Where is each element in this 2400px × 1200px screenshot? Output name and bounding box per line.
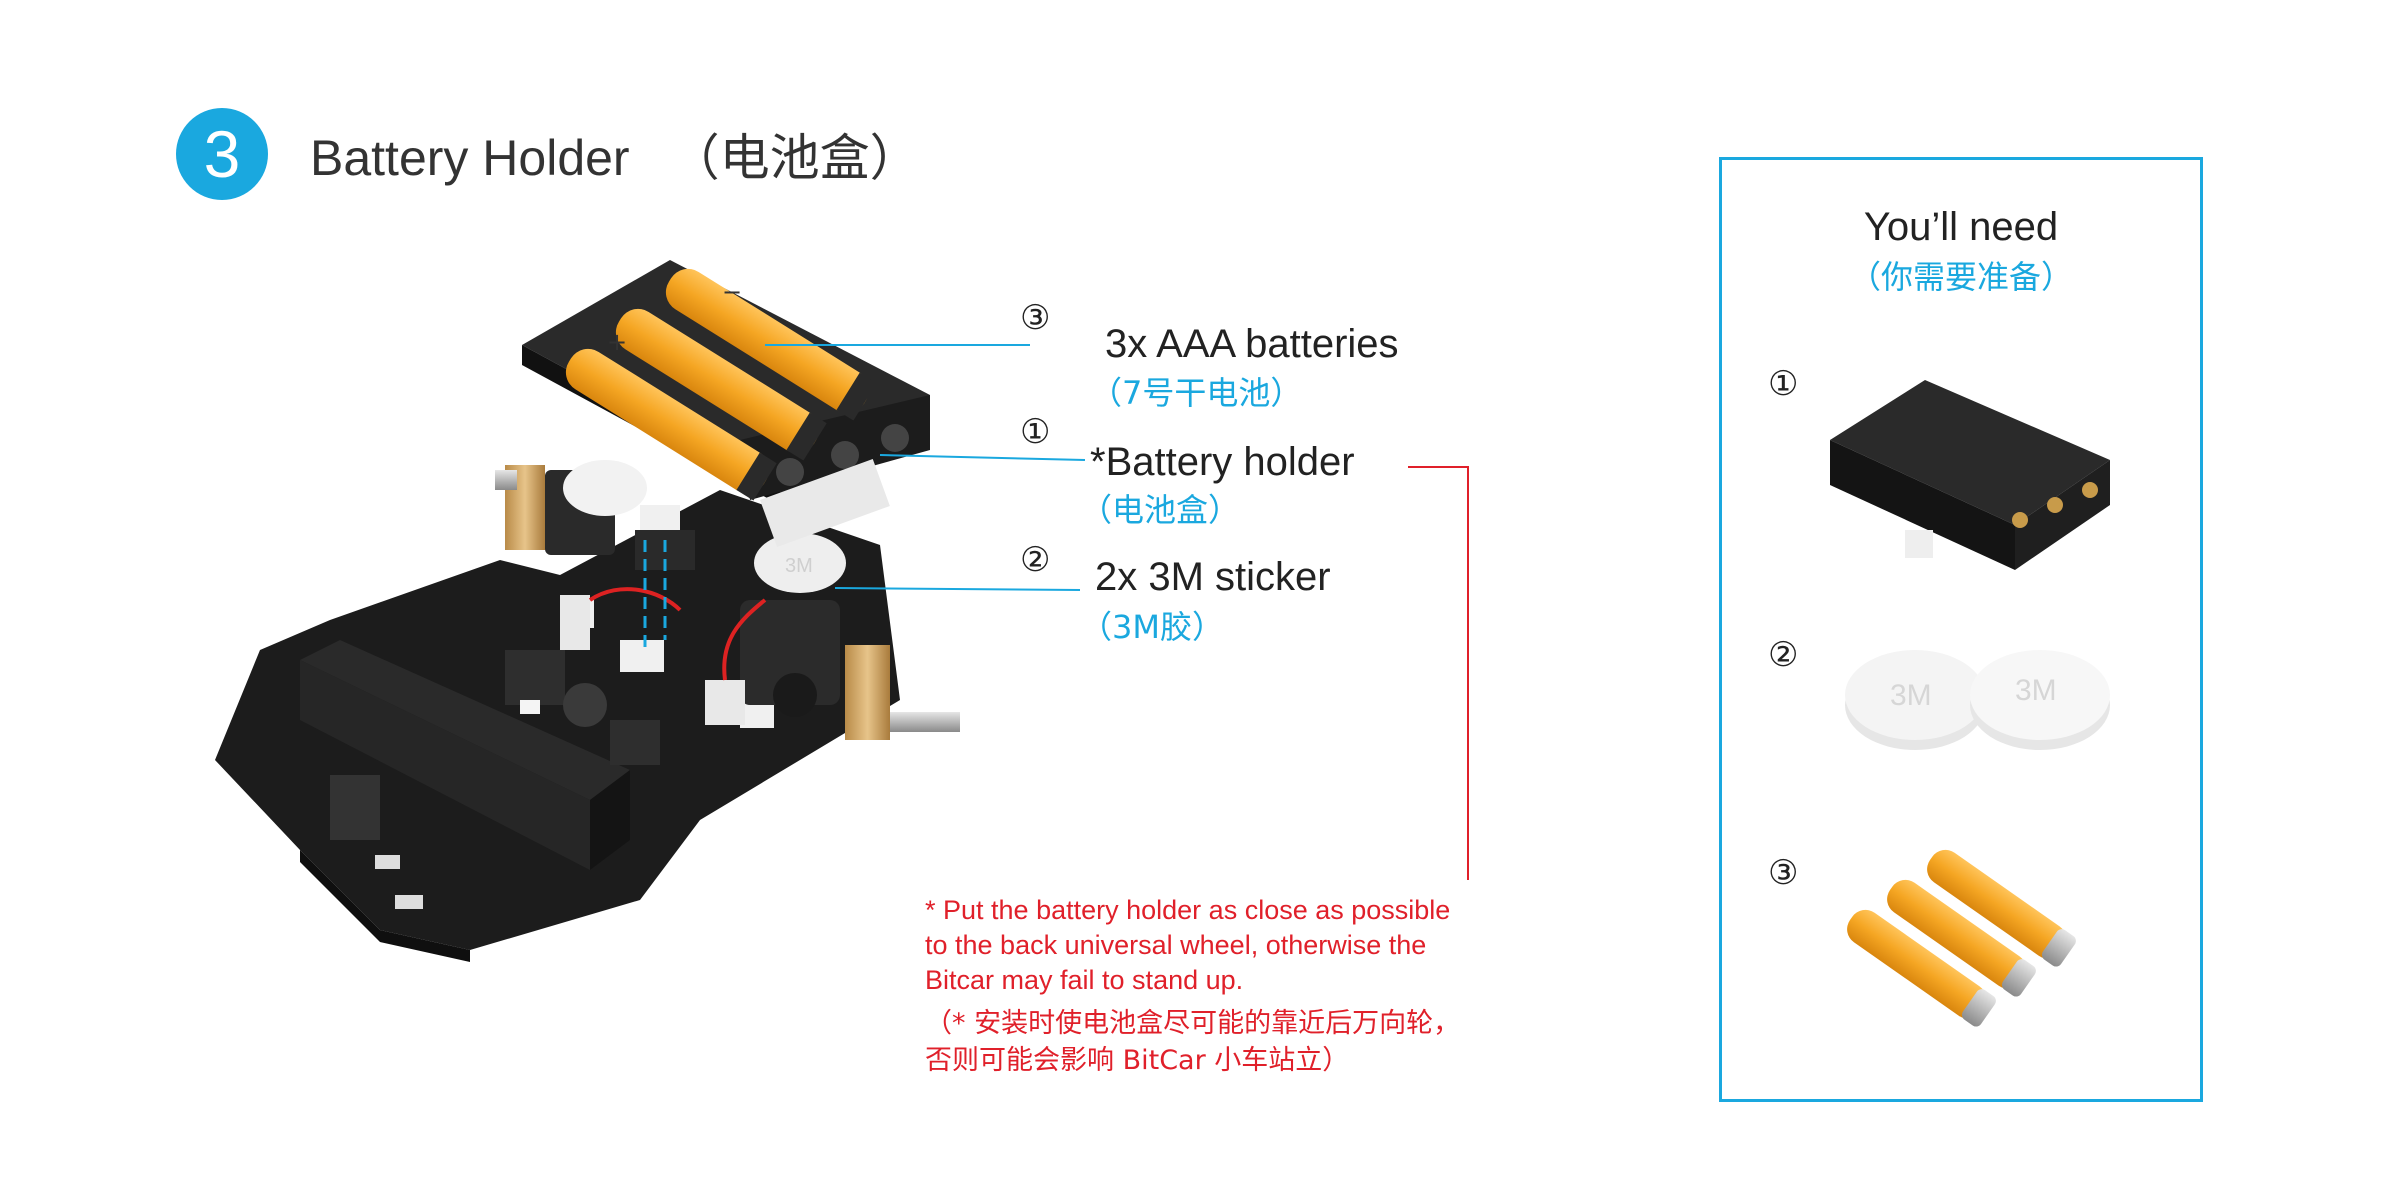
pcb-board xyxy=(215,490,900,962)
you-will-need-subtitle: （你需要准备） xyxy=(1848,258,2073,296)
callout-label-batteries: 3x AAA batteries xyxy=(1105,322,1399,366)
sticker-pad xyxy=(754,533,846,593)
callout-label-holder: *Battery holder xyxy=(1090,440,1355,484)
sticker-pad xyxy=(563,460,647,516)
need-battery-holder-image xyxy=(1830,380,2110,570)
you-will-need-panel xyxy=(1719,157,2203,1102)
need-aaa-batteries-image xyxy=(1847,849,2076,1027)
leader-line-sticker xyxy=(834,587,1081,591)
page-title-en: Battery Holder xyxy=(310,130,630,186)
callout-number-holder: ① xyxy=(1020,412,1051,452)
note-line-2: to the back universal wheel, otherwise t… xyxy=(925,930,1427,960)
callout-sub-holder: （电池盒） xyxy=(1080,491,1241,529)
note-line-3: Bitcar may fail to stand up. xyxy=(925,965,1244,995)
note-bracket xyxy=(1408,466,1469,880)
you-will-need-title: You’ll need xyxy=(1863,205,2059,249)
sticker-text: 3M xyxy=(2015,674,2057,707)
need-item-number-3: ③ xyxy=(1768,853,1799,893)
callout-sub-batteries: （7号干电池） xyxy=(1090,374,1303,412)
connector xyxy=(705,680,745,725)
callout-number-batteries: ③ xyxy=(1020,298,1051,338)
battery-minus-label: − xyxy=(722,278,742,306)
note-line-1: * Put the battery holder as close as pos… xyxy=(925,895,1451,925)
need-3m-sticker-image: 3M 3M xyxy=(1845,650,2110,750)
need-item-number-2: ② xyxy=(1768,635,1799,675)
callout-number-sticker: ② xyxy=(1020,540,1051,580)
aaa-batteries: + − xyxy=(565,268,877,501)
note-cn-line-2: 否则可能会影响 BitCar 小车站立） xyxy=(925,1045,1350,1076)
callout-sub-sticker: （3M胶） xyxy=(1080,608,1224,646)
sticker-text: 3M xyxy=(1890,679,1932,712)
battery-plus-label: + xyxy=(607,328,627,356)
need-item-number-1: ① xyxy=(1768,364,1799,404)
callout-label-sticker: 2x 3M sticker xyxy=(1095,555,1331,599)
connector xyxy=(560,595,590,650)
leader-line-holder xyxy=(879,454,1086,461)
step-number-badge: 3 xyxy=(176,108,268,200)
page-title: Battery Holder （电池盒） xyxy=(310,118,920,190)
note-cn-line-1: （* 安装时使电池盒尽可能的靠近后万向轮， xyxy=(925,1008,1461,1039)
right-motor xyxy=(740,600,960,740)
sticker-label: 3M xyxy=(785,555,813,577)
page-title-cn: （电池盒） xyxy=(669,129,920,187)
